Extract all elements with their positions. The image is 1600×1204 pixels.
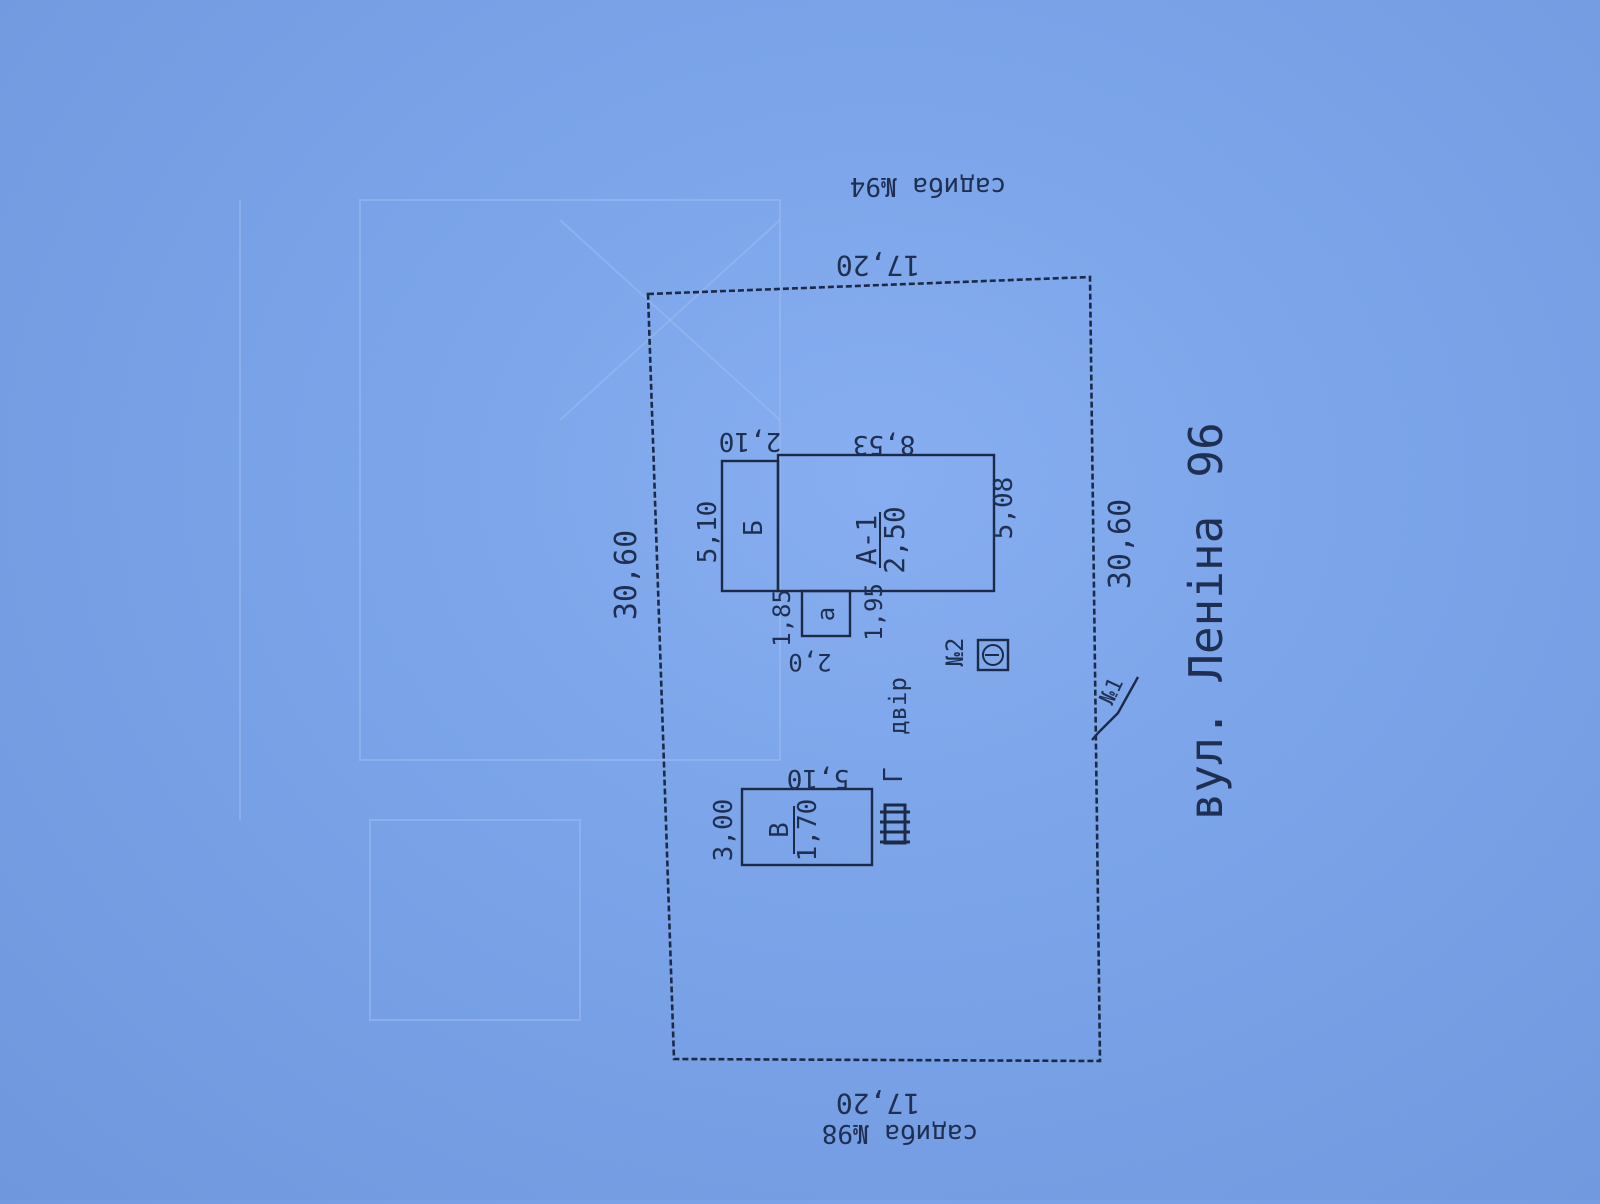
building-b-label: Б <box>739 520 769 536</box>
building-v-length: 5,10 <box>787 763 850 793</box>
outbuilding-g-icon <box>880 803 910 845</box>
street-name: вул. Леніна <box>1179 516 1233 821</box>
yard-label: двір <box>884 677 912 735</box>
building-b-length: 2,10 <box>719 426 782 456</box>
building-g-label: Г <box>879 767 909 783</box>
building-a-small-side-right: 1,95 <box>860 583 888 641</box>
dim-right: 30,60 <box>1103 499 1138 589</box>
dim-bottom: 17,20 <box>836 1087 920 1120</box>
building-a-small-side-left: 1,85 <box>768 589 796 647</box>
building-a-small <box>800 589 852 638</box>
building-b-width: 5,10 <box>693 501 723 564</box>
building-v <box>740 787 874 867</box>
building-v-width: 3,00 <box>709 799 739 862</box>
building-v-label: В <box>765 822 795 838</box>
building-a-small-side-bottom: 2,0 <box>788 648 831 676</box>
dim-left: 30,60 <box>609 530 644 620</box>
building-a-length: 8,53 <box>853 429 916 459</box>
gate-marker <box>1091 676 1140 741</box>
street-number: 96 <box>1179 422 1233 477</box>
bleed-through-lines <box>239 199 781 1021</box>
neighbor-bottom-label: садиба №98 <box>822 1118 979 1148</box>
neighbor-top-label: садиба №94 <box>850 171 1007 201</box>
building-a-width: 5,08 <box>989 477 1019 540</box>
building-b <box>720 459 780 593</box>
dim-top: 17,20 <box>836 249 920 282</box>
building-a-label: А-1 <box>850 515 883 566</box>
well-icon <box>976 638 1010 672</box>
building-a-height: 2,50 <box>878 506 911 573</box>
plot-boundary <box>646 275 1102 1063</box>
building-a-small-label: а <box>812 607 840 621</box>
well-label: №2 <box>941 638 969 667</box>
building-v-height: 1,70 <box>793 799 823 862</box>
